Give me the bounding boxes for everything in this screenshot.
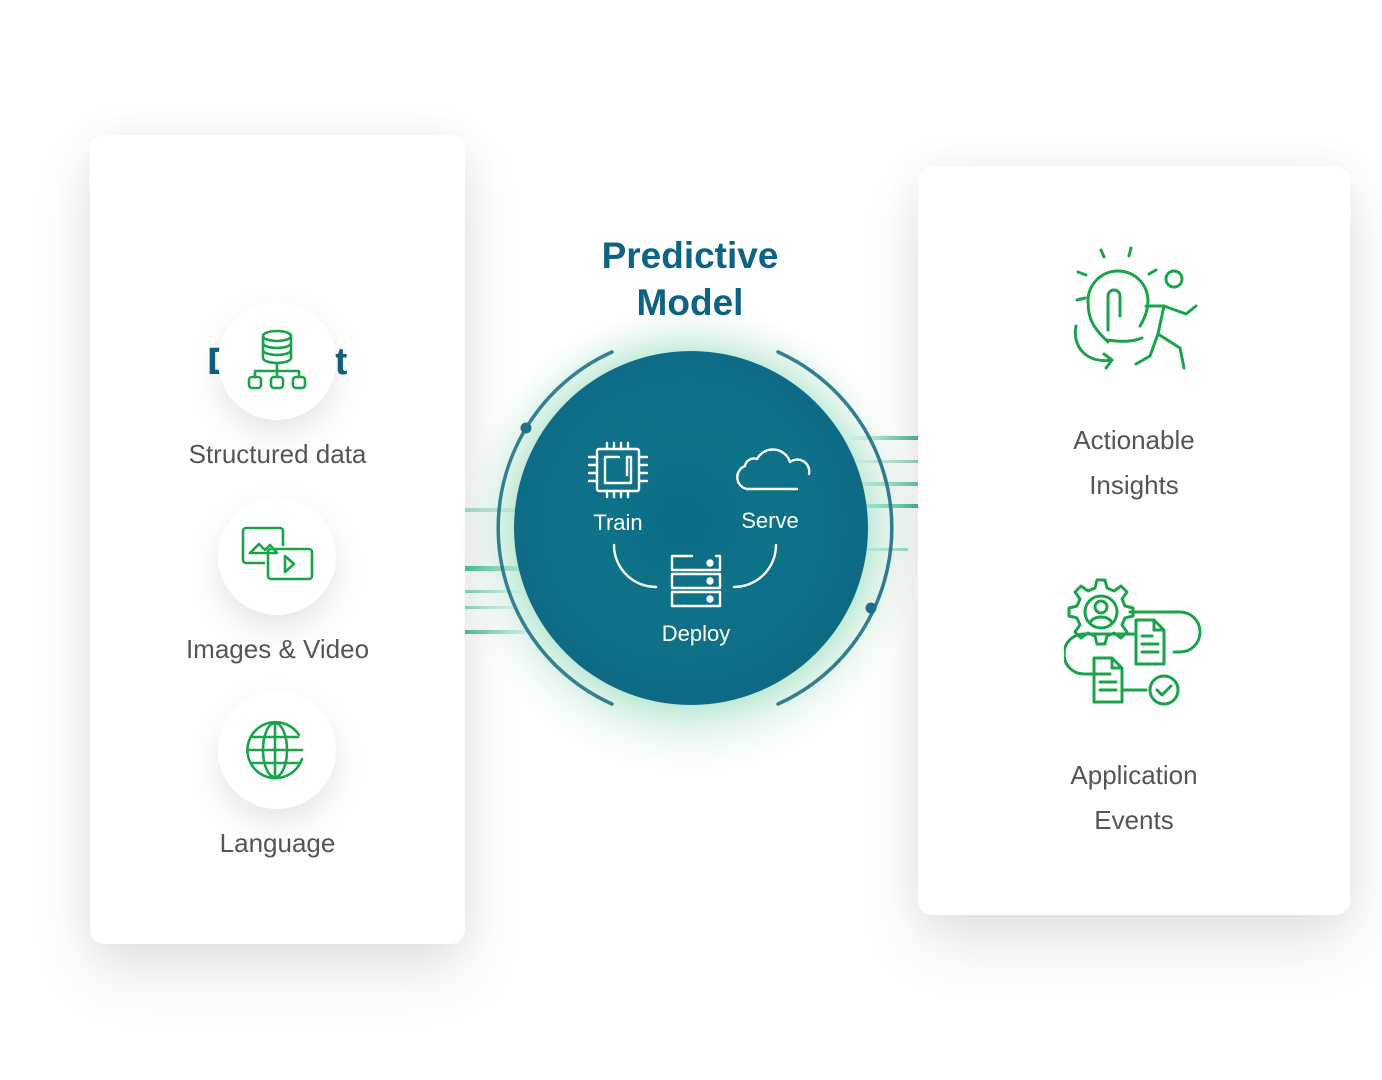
- actionable-insights-line1: Actionable: [1073, 425, 1195, 455]
- actionable-insights-line2: Insights: [1089, 470, 1179, 500]
- cycle-arcs: [612, 543, 778, 589]
- structured-data-bubble: [218, 302, 336, 420]
- images-video-bubble: [218, 497, 336, 615]
- model-title-line2: Model: [636, 282, 744, 323]
- model-title-line1: Predictive: [601, 235, 779, 276]
- images-video-label: Images & Video: [185, 634, 370, 664]
- cloud-icon: [736, 448, 811, 491]
- lightbulb-runner-icon: [1073, 246, 1198, 370]
- application-events-line2: Events: [1094, 805, 1174, 835]
- model-circle: Train Serve Deploy: [514, 351, 868, 705]
- outputs-card: Actionable Insights Application Events: [918, 166, 1350, 915]
- application-events-line1: Application: [1070, 760, 1198, 790]
- language-label: Language: [219, 828, 336, 858]
- server-stack-icon: [670, 554, 722, 608]
- deploy-label: Deploy: [661, 621, 731, 646]
- database-hierarchy-icon: [247, 329, 307, 390]
- cpu-chip-icon: [587, 441, 649, 499]
- structured-data-label: Structured data: [188, 439, 367, 469]
- gear-documents-check-icon: [1064, 578, 1202, 706]
- model-title: Predictive Model: [540, 232, 840, 326]
- serve-label: Serve: [741, 508, 799, 533]
- globe-icon: [246, 720, 304, 780]
- dataset-card: Dataset Structured data Images & Video: [90, 135, 465, 944]
- application-events-label: Application Events: [918, 753, 1350, 843]
- image-video-icon: [241, 526, 314, 581]
- train-label: Train: [593, 510, 643, 535]
- actionable-insights-label: Actionable Insights: [918, 418, 1350, 508]
- language-bubble: [218, 691, 336, 809]
